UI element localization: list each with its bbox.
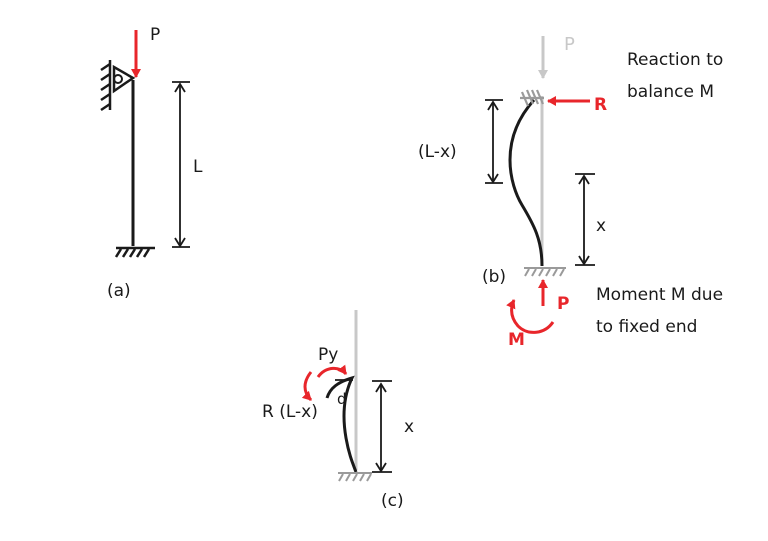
lower-dimension-b xyxy=(575,173,595,266)
moment-note-line-1: Moment M due xyxy=(596,285,723,305)
py-arrow-c xyxy=(316,364,348,378)
base-force-label-b: P xyxy=(557,294,569,314)
moment-arrow-c xyxy=(301,371,313,402)
py-label-c: Py xyxy=(318,345,338,365)
caption-b: (b) xyxy=(482,267,506,287)
panel-a: P L (a) xyxy=(100,25,203,301)
length-dimension-a xyxy=(172,81,190,248)
wall-hatch-icon xyxy=(100,60,112,112)
upper-dim-label-b: (L-x) xyxy=(418,142,457,162)
moment-note-line-2: to fixed end xyxy=(596,317,697,337)
dimension-c xyxy=(372,380,392,473)
load-label-a: P xyxy=(150,25,160,45)
caption-a: (a) xyxy=(107,281,131,301)
reaction-note-line-1: Reaction to xyxy=(627,50,723,70)
moment-arrow-b xyxy=(506,299,555,334)
ghost-load-label-b: P xyxy=(564,34,575,55)
moment-label-c: R (L-x) xyxy=(262,402,318,422)
moment-label-b: M xyxy=(508,330,525,350)
reaction-label-b: R xyxy=(594,95,607,115)
buckled-segment-c xyxy=(325,375,358,473)
caption-c: (c) xyxy=(381,491,404,511)
pin-roller-icon xyxy=(113,74,123,84)
panel-c: d Py R (L-x) x (c) xyxy=(262,310,414,511)
dim-label-c: x xyxy=(404,417,414,437)
reaction-note-line-2: balance M xyxy=(627,82,714,102)
fixed-base-b-icon xyxy=(524,267,566,277)
fixed-base-a-icon xyxy=(114,246,155,258)
lower-dim-label-b: x xyxy=(596,216,606,236)
upper-dimension-b xyxy=(485,99,503,184)
top-support-hatch-icon xyxy=(520,89,545,107)
fixed-base-c-icon xyxy=(338,472,372,482)
deflection-label-c: d xyxy=(337,390,347,408)
buckled-column-b xyxy=(508,98,544,267)
panel-b: P R Reaction to balance M (L-x) xyxy=(418,34,723,350)
length-label-a: L xyxy=(193,157,203,177)
pin-support-icon xyxy=(112,64,136,94)
